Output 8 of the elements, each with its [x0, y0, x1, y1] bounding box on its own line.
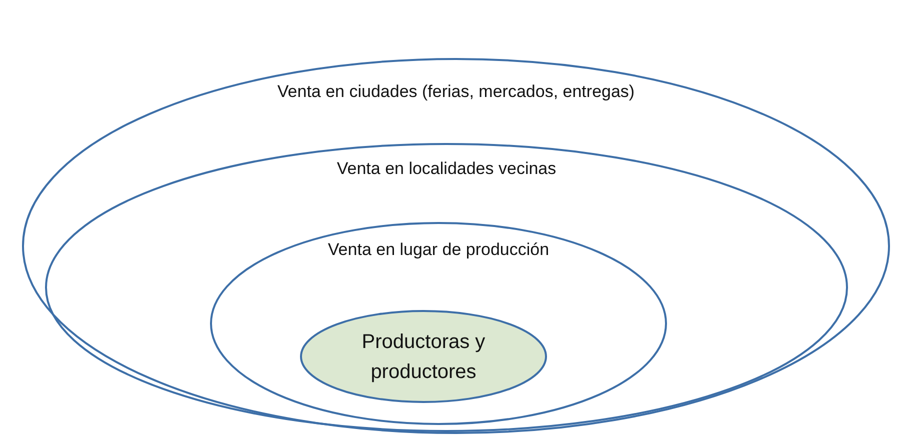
ellipse-ring	[22, 58, 890, 434]
ring-label: Venta en lugar de producción	[328, 240, 550, 260]
ellipse-ring	[210, 222, 667, 425]
ring-label: Venta en localidades vecinas	[336, 159, 556, 179]
ring-label: Venta en ciudades (ferias, mercados, entregas)	[277, 82, 635, 102]
center-label: Productoras y productores	[360, 330, 486, 384]
ellipse-ring	[45, 143, 848, 432]
center-ellipse	[300, 310, 547, 403]
